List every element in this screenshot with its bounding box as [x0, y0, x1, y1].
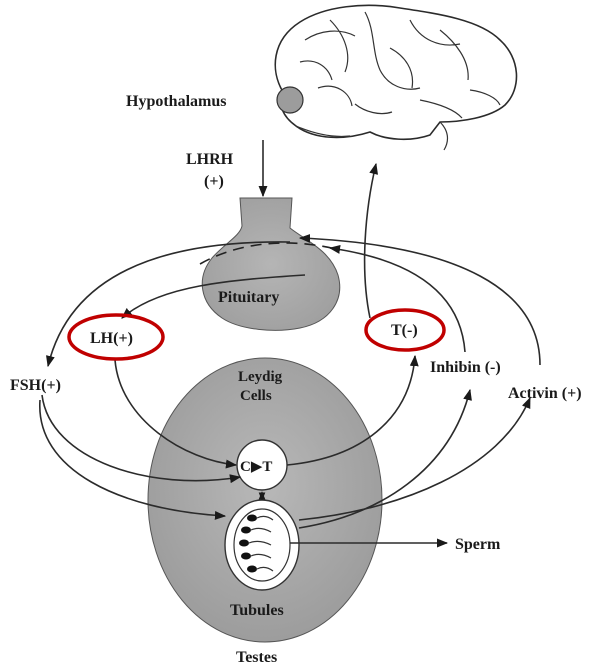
leydig-label-line1: Leydig: [238, 369, 283, 385]
sperm-label: Sperm: [455, 536, 501, 553]
brain-illustration: [275, 5, 516, 150]
conversion-label: C▶T: [240, 459, 272, 475]
hypothalamus-label: Hypothalamus: [126, 93, 226, 110]
lh-label: LH(+): [90, 330, 133, 347]
leydig-label-line2: Cells: [240, 388, 272, 404]
testes-label: Testes: [236, 649, 277, 666]
pituitary-label: Pituitary: [218, 289, 279, 306]
tubules-label: Tubules: [230, 602, 284, 619]
fsh-label: FSH(+): [10, 377, 61, 394]
pituitary-gland: Pituitary: [200, 198, 340, 330]
testosterone-to-brain-path: [365, 164, 376, 318]
lhrh-sign-label: (+): [204, 173, 224, 190]
seminiferous-tubule: [225, 500, 299, 590]
inhibin-label: Inhibin (-): [430, 359, 501, 376]
lhrh-label: LHRH: [186, 151, 234, 168]
activin-label: Activin (+): [508, 385, 582, 402]
t-label: T(-): [391, 322, 418, 339]
hypothalamus-node: [277, 87, 303, 113]
